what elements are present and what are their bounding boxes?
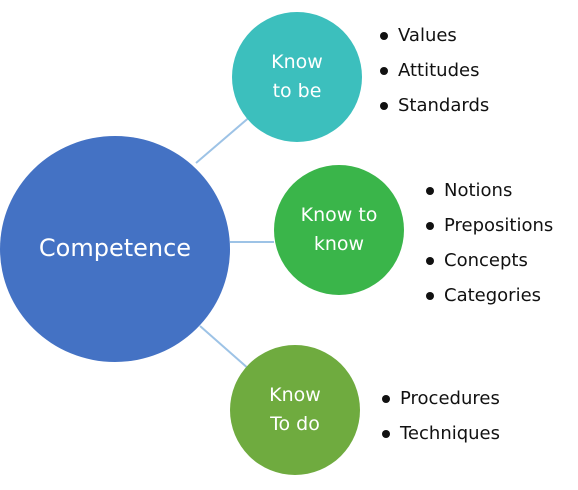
know-to-be-label-line-2: to be xyxy=(272,80,322,102)
competence-label: Competence xyxy=(38,234,192,263)
know-to-do-circle: Know To do xyxy=(230,345,360,475)
list-item: Categories xyxy=(422,278,553,313)
list-item: Attitudes xyxy=(376,53,489,88)
list-item: Standards xyxy=(376,88,489,123)
know-to-be-circle: Know to be xyxy=(232,12,362,142)
know-to-do-label-line-1: Know xyxy=(269,383,321,406)
know-to-know-label-line-2: know xyxy=(313,233,365,255)
connector-know-to-do xyxy=(199,325,251,371)
know-to-know-label-line-1: Know to xyxy=(300,203,378,226)
list-item: Procedures xyxy=(378,381,500,416)
list-item: Values xyxy=(376,18,489,53)
list-item: Notions xyxy=(422,173,553,208)
know-to-know-list: Notions Prepositions Concepts Categories xyxy=(422,173,553,313)
list-item: Concepts xyxy=(422,243,553,278)
list-item: Prepositions xyxy=(422,208,553,243)
know-to-know-circle: Know to know xyxy=(274,165,404,295)
know-to-do-list: Procedures Techniques xyxy=(378,381,500,451)
know-to-do-label-line-2: To do xyxy=(270,413,320,435)
connector-know-to-be xyxy=(195,114,253,164)
competence-circle: Competence xyxy=(0,136,230,362)
list-item: Techniques xyxy=(378,416,500,451)
know-to-be-list: Values Attitudes Standards xyxy=(376,18,489,123)
know-to-be-label-line-1: Know xyxy=(271,50,323,73)
